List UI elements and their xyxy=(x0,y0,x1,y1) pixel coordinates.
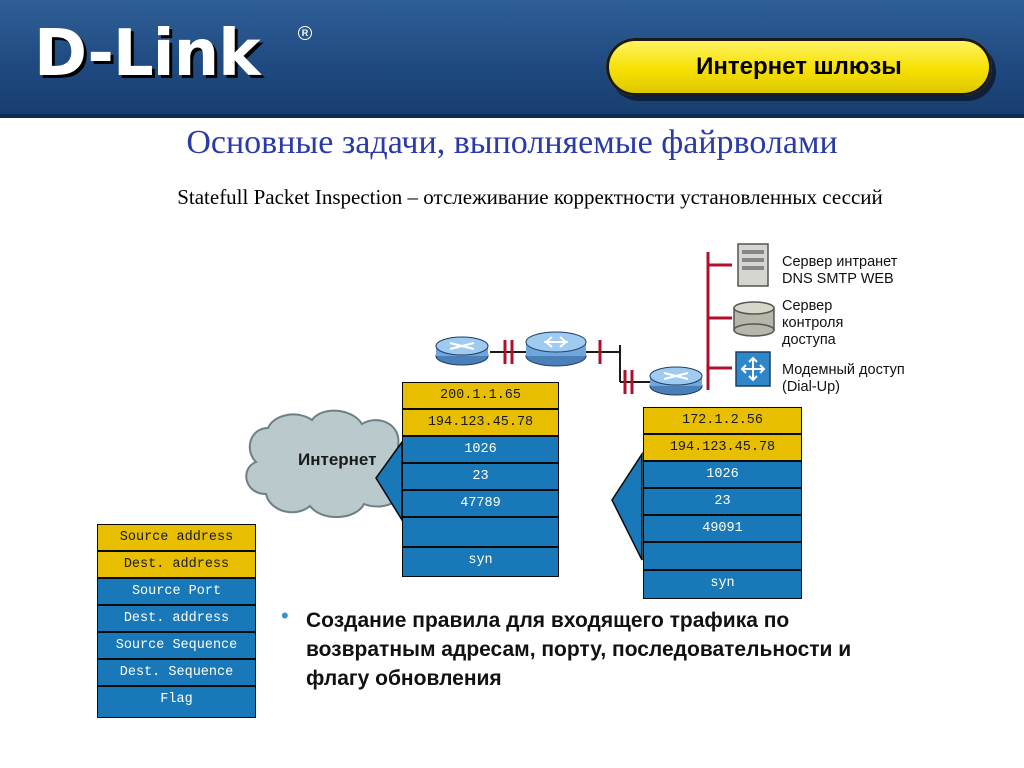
legend-row: Dest. address xyxy=(98,606,255,633)
packet-field: 172.1.2.56 xyxy=(644,408,801,435)
packet-right: 172.1.2.56 194.123.45.78 1026 23 49091 s… xyxy=(643,407,802,599)
packet-field: 23 xyxy=(403,464,558,491)
firewall-router-icon xyxy=(525,331,587,367)
legend-row: Flag xyxy=(98,687,255,717)
database-icon xyxy=(733,301,775,337)
packet-left: 200.1.1.65 194.123.45.78 1026 23 47789 s… xyxy=(402,382,559,577)
registered-mark-icon: R xyxy=(298,26,312,40)
packet-field xyxy=(403,518,558,548)
packet-field: 47789 xyxy=(403,491,558,518)
server-label-intranet: Сервер интранет DNS SMTP WEB xyxy=(782,254,898,287)
server-label-access: Сервер контроля доступа xyxy=(782,298,844,348)
server-tower-icon xyxy=(737,243,769,287)
header-bar: D-Link R Интернет шлюзы xyxy=(0,0,1024,118)
legend-row: Dest. Sequence xyxy=(98,660,255,687)
legend-row: Source Port xyxy=(98,579,255,606)
server-label-dialup: Модемный доступ (Dial-Up) xyxy=(782,362,905,395)
router-1-icon xyxy=(435,336,489,366)
dlink-logo: D-Link xyxy=(34,17,261,91)
legend-row: Source Sequence xyxy=(98,633,255,660)
link-markers xyxy=(503,340,634,394)
legend-table: Source address Dest. address Source Port… xyxy=(97,524,256,718)
router-2-icon xyxy=(649,366,703,396)
slide-title: Основные задачи, выполняемые файрволами xyxy=(186,124,838,161)
bullet-text: Создание правила для входящего трафика п… xyxy=(306,609,852,690)
network-links xyxy=(490,345,650,383)
packet-field: syn xyxy=(403,548,558,576)
packet-field: 194.123.45.78 xyxy=(403,410,558,437)
legend-row: Source address xyxy=(98,525,255,552)
packet-field: 194.123.45.78 xyxy=(644,435,801,462)
packet-field: syn xyxy=(644,571,801,598)
legend-row: Dest. address xyxy=(98,552,255,579)
internet-cloud-label: Интернет xyxy=(298,450,377,469)
packet-field: 200.1.1.65 xyxy=(403,383,558,410)
dmz-backbone xyxy=(706,252,732,390)
packet-field xyxy=(644,543,801,571)
section-badge-label: Интернет шлюзы xyxy=(696,53,902,80)
packet-field: 49091 xyxy=(644,516,801,543)
packet-field: 1026 xyxy=(403,437,558,464)
section-badge: Интернет шлюзы xyxy=(606,38,992,96)
slide-subtitle: Statefull Packet Inspection – отслеживан… xyxy=(177,185,883,209)
packet-field: 1026 xyxy=(644,462,801,489)
right-flow-arrow-icon xyxy=(611,451,643,561)
switch-icon xyxy=(735,351,771,387)
bullet-dot-icon: • xyxy=(281,603,289,628)
packet-field: 23 xyxy=(644,489,801,516)
